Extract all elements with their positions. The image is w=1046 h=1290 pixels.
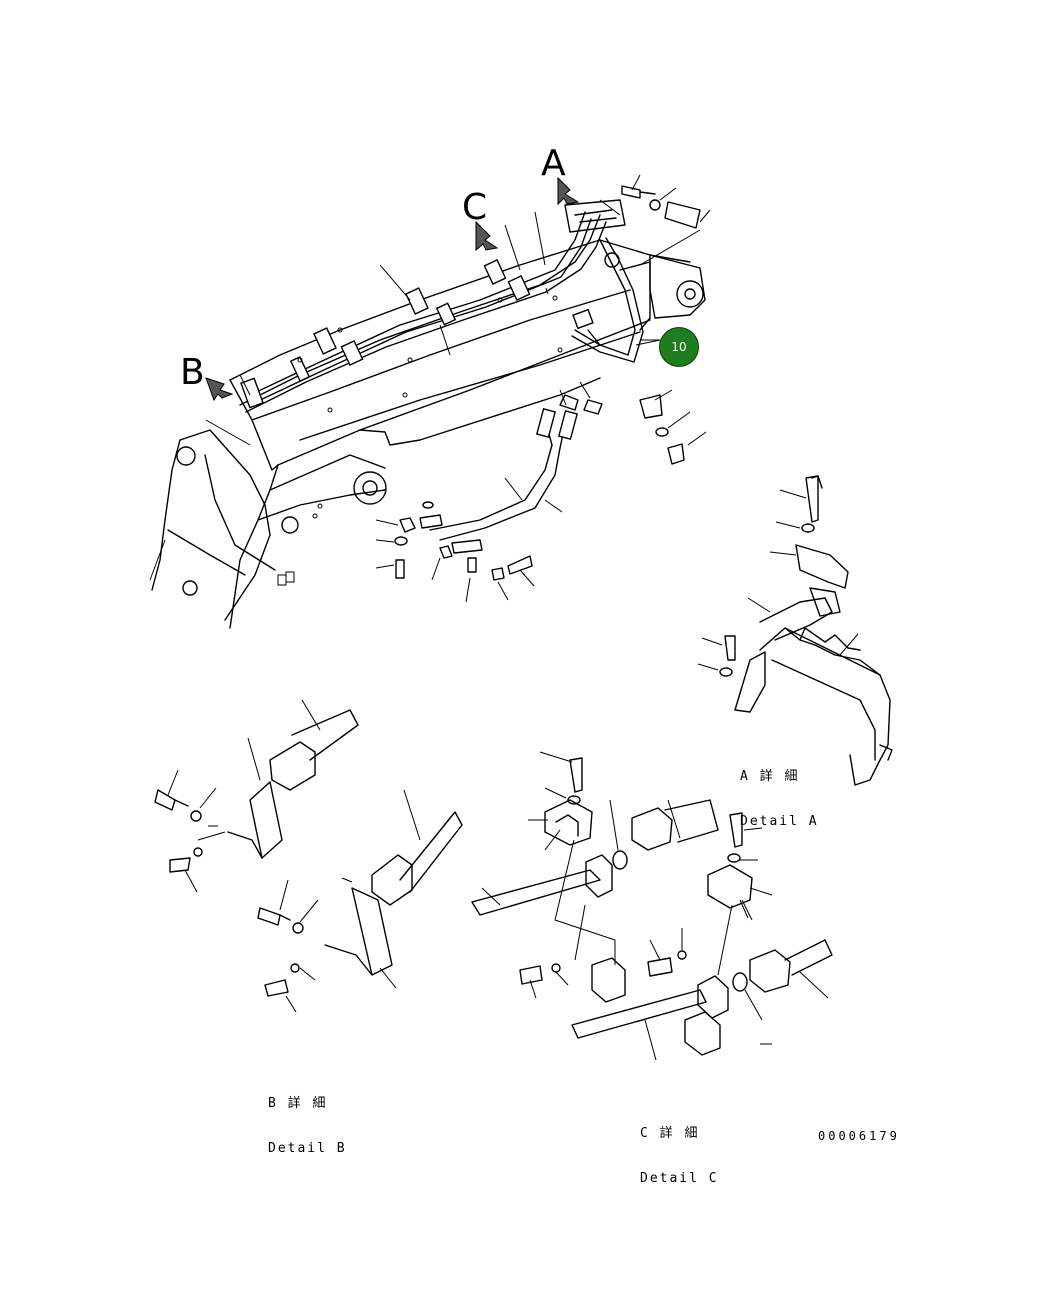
- view-label-b: B: [180, 352, 205, 393]
- callout-10[interactable]: 10: [659, 327, 699, 367]
- detail-a-label: A 詳 細 Detail A: [740, 739, 819, 844]
- detail-b-jp: B 詳 細: [268, 1096, 328, 1111]
- detail-c-jp: C 詳 細: [640, 1126, 700, 1141]
- boom-assembly: [149, 174, 711, 629]
- drawing-number: 00006179: [818, 1129, 900, 1143]
- detail-a-en: Detail A: [740, 814, 819, 829]
- detail-c-label: C 詳 細 Detail C: [640, 1096, 719, 1201]
- callout-leader: [635, 339, 661, 346]
- detail-c-drawing: [471, 751, 833, 1061]
- view-label-c: C: [462, 187, 488, 228]
- detail-b-label: B 詳 細 Detail B: [268, 1066, 347, 1171]
- detail-b-en: Detail B: [268, 1141, 347, 1156]
- detail-b-drawing: [154, 699, 463, 1013]
- view-arrows: [205, 176, 580, 402]
- view-label-a: A: [541, 143, 566, 184]
- detail-a-drawing: [697, 475, 893, 786]
- detail-c-en: Detail C: [640, 1171, 719, 1186]
- callout-number: 10: [671, 340, 687, 354]
- detail-a-jp: A 詳 細: [740, 769, 800, 784]
